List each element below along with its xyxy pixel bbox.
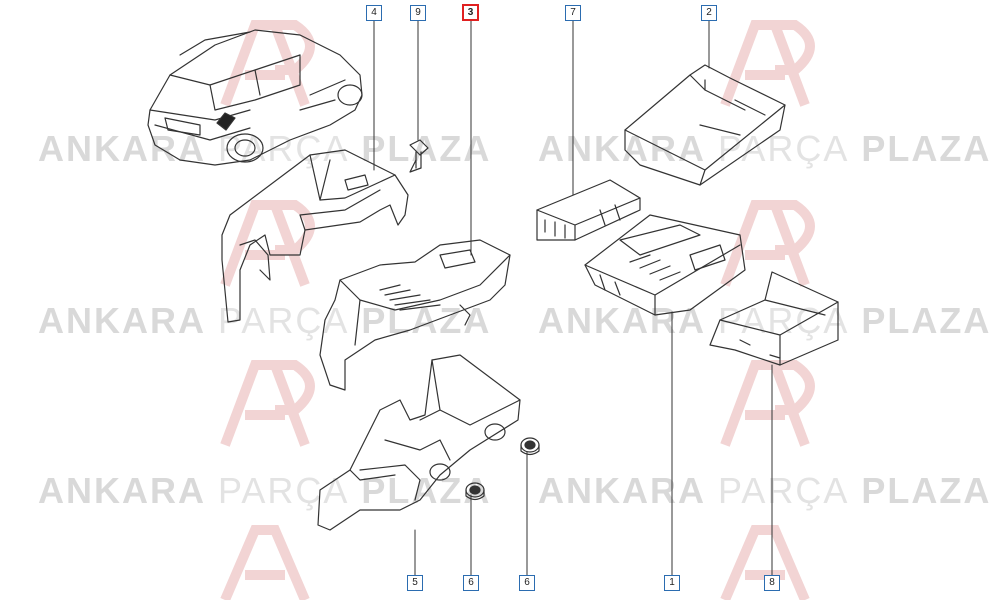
part-7-relay-block [536,179,641,241]
callout-label: 3 [467,7,474,18]
car-illustration [147,29,363,166]
part-6-grommet [465,482,485,501]
callout-9[interactable]: 9 [410,5,426,21]
watermark-logo [220,360,315,447]
callout-3-selected[interactable]: 3 [462,4,479,21]
watermark-logo [720,360,815,447]
part-9-clip [409,139,429,173]
part-2-lid [624,64,786,186]
callout-8[interactable]: 8 [764,575,780,591]
callout-2[interactable]: 2 [701,5,717,21]
part-8-side-cover [709,271,839,366]
part-3-cover [319,239,511,391]
part-1-fuse-box [584,214,746,316]
watermark-logo [220,20,315,107]
callout-1[interactable]: 1 [664,575,680,591]
callout-label: 9 [415,7,421,18]
watermark-logo [720,20,815,107]
part-5-bracket [317,354,521,531]
callout-label: 4 [371,7,377,18]
callout-label: 8 [769,577,775,588]
callout-7[interactable]: 7 [565,5,581,21]
callout-label: 6 [524,577,530,588]
callout-4[interactable]: 4 [366,5,382,21]
callout-5[interactable]: 5 [407,575,423,591]
leader-lines [373,19,773,576]
watermark-logo [220,525,310,600]
callout-label: 1 [669,577,675,588]
callout-6[interactable]: 6 [519,575,535,591]
callout-label: 6 [468,577,474,588]
callout-label: 2 [706,7,712,18]
part-4-cover [221,149,409,323]
part-6-grommet [520,437,540,456]
callout-label: 5 [412,577,418,588]
callout-6[interactable]: 6 [463,575,479,591]
callout-label: 7 [570,7,576,18]
